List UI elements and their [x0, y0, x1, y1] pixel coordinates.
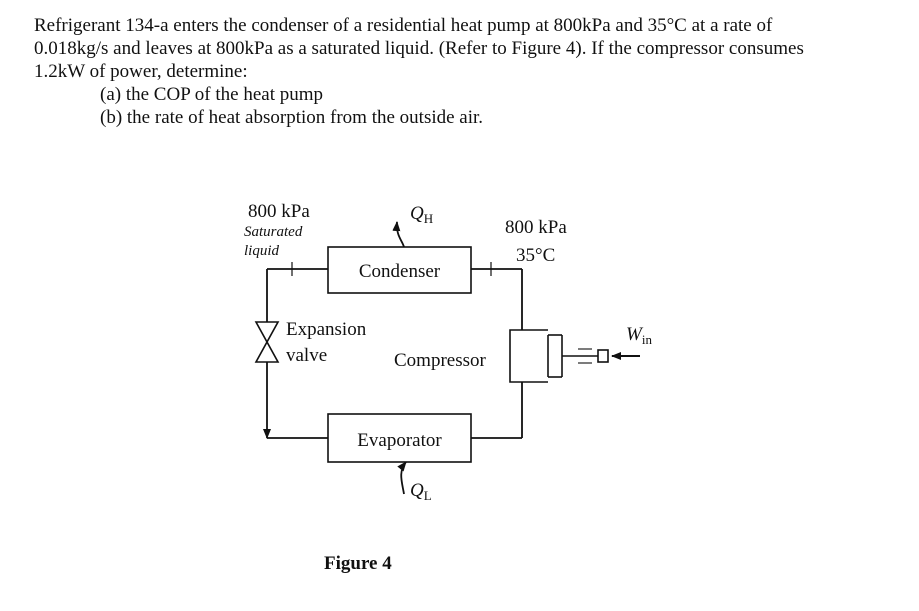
saturated-label: Saturated — [244, 224, 303, 240]
figure-caption: Figure 4 — [324, 553, 392, 574]
problem-part-b: (b) the rate of heat absorption from the… — [100, 107, 484, 128]
qh-label: QH — [410, 203, 433, 226]
problem-statement: Refrigerant 134-a enters the condenser o… — [34, 14, 894, 129]
valve-label: valve — [286, 345, 327, 366]
state-tick-marks — [291, 262, 492, 276]
problem-line-3: 1.2kW of power, determine: — [34, 61, 248, 82]
win-label: Win — [626, 324, 652, 347]
heat-in-arrow — [397, 461, 407, 495]
piping — [263, 268, 523, 439]
ql-label: QL — [410, 480, 432, 503]
right-temperature-label: 35°C — [516, 245, 555, 266]
condenser-box — [327, 246, 472, 294]
left-pressure-label: 800 kPa — [248, 201, 310, 222]
problem-line-1: Refrigerant 134-a enters the condenser o… — [34, 15, 773, 36]
compressor-icon — [509, 329, 609, 383]
heat-out-arrow — [392, 221, 405, 248]
problem-line-2: 0.018kg/s and leaves at 800kPa as a satu… — [34, 38, 804, 59]
condenser-label: Condenser — [359, 261, 441, 282]
evaporator-box — [327, 413, 472, 463]
liquid-label: liquid — [244, 243, 280, 259]
problem-part-a: (a) the COP of the heat pump — [100, 84, 324, 105]
compressor-label: Compressor — [394, 350, 487, 371]
expansion-label: Expansion — [286, 319, 367, 340]
right-pressure-label: 800 kPa — [505, 217, 567, 238]
expansion-valve-icon — [254, 321, 280, 363]
evaporator-label: Evaporator — [357, 430, 442, 451]
